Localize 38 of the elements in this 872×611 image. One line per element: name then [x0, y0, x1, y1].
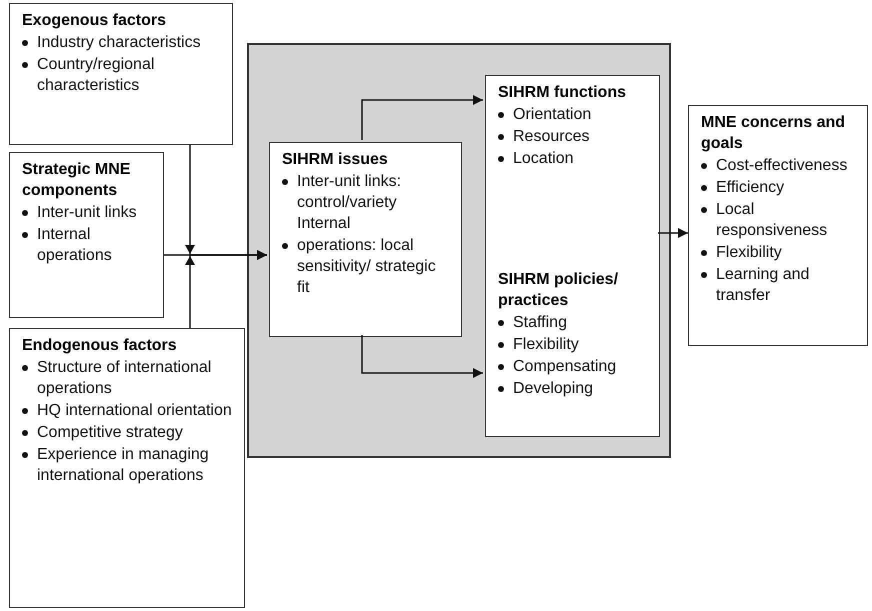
bullet-text: operations: local sensitivity/ strategic fit — [297, 236, 437, 298]
box-heading: SIHRM functions — [498, 83, 627, 103]
bullet-text: Inter-unit links — [37, 203, 137, 223]
box-heading: MNE concerns and goals — [701, 113, 846, 154]
bullet-text: Flexibility — [513, 335, 579, 355]
box-heading: Endogenous factors — [22, 336, 178, 356]
bullet-text: Staffing — [513, 313, 567, 333]
text-box — [9, 328, 245, 608]
bullet-text: Internal operations — [37, 225, 113, 266]
text-box — [688, 105, 868, 346]
bullet-text: Compensating — [513, 357, 616, 377]
box-heading: Exogenous factors — [22, 11, 168, 31]
bullet-text: Location — [513, 149, 574, 169]
bullet-text: HQ international orientation — [37, 401, 232, 421]
text-box — [485, 75, 660, 437]
arrow — [361, 95, 483, 140]
bullet-text: Industry characteristics — [37, 33, 201, 53]
bullet-text: Structure of international operations — [37, 358, 212, 399]
bullet-text: Flexibility — [716, 243, 782, 263]
bullet-text: Efficiency — [716, 178, 784, 198]
box-heading: Strategic MNE components — [22, 160, 132, 201]
box-heading: SIHRM issues — [282, 150, 389, 170]
text-box — [9, 3, 233, 145]
text-box — [269, 142, 462, 337]
arrow — [361, 335, 483, 378]
bullet-text: Orientation — [513, 105, 592, 125]
bullet-text: Resources — [513, 127, 590, 147]
shaded-panel — [247, 43, 671, 458]
box-heading: SIHRM policies/ practices — [498, 270, 620, 311]
bullet-text: Competitive strategy — [37, 423, 183, 443]
bullet-text: Local responsiveness — [716, 200, 828, 241]
arrow — [658, 228, 688, 238]
bullet-text: Country/regional characteristics — [37, 55, 156, 96]
bullet-text: Developing — [513, 379, 594, 399]
text-box — [9, 152, 164, 318]
bullet-text: Cost-effectiveness — [716, 156, 848, 176]
bullet-text: Experience in managing international operations — [37, 445, 210, 486]
bullet-text: Learning and transfer — [716, 265, 810, 306]
